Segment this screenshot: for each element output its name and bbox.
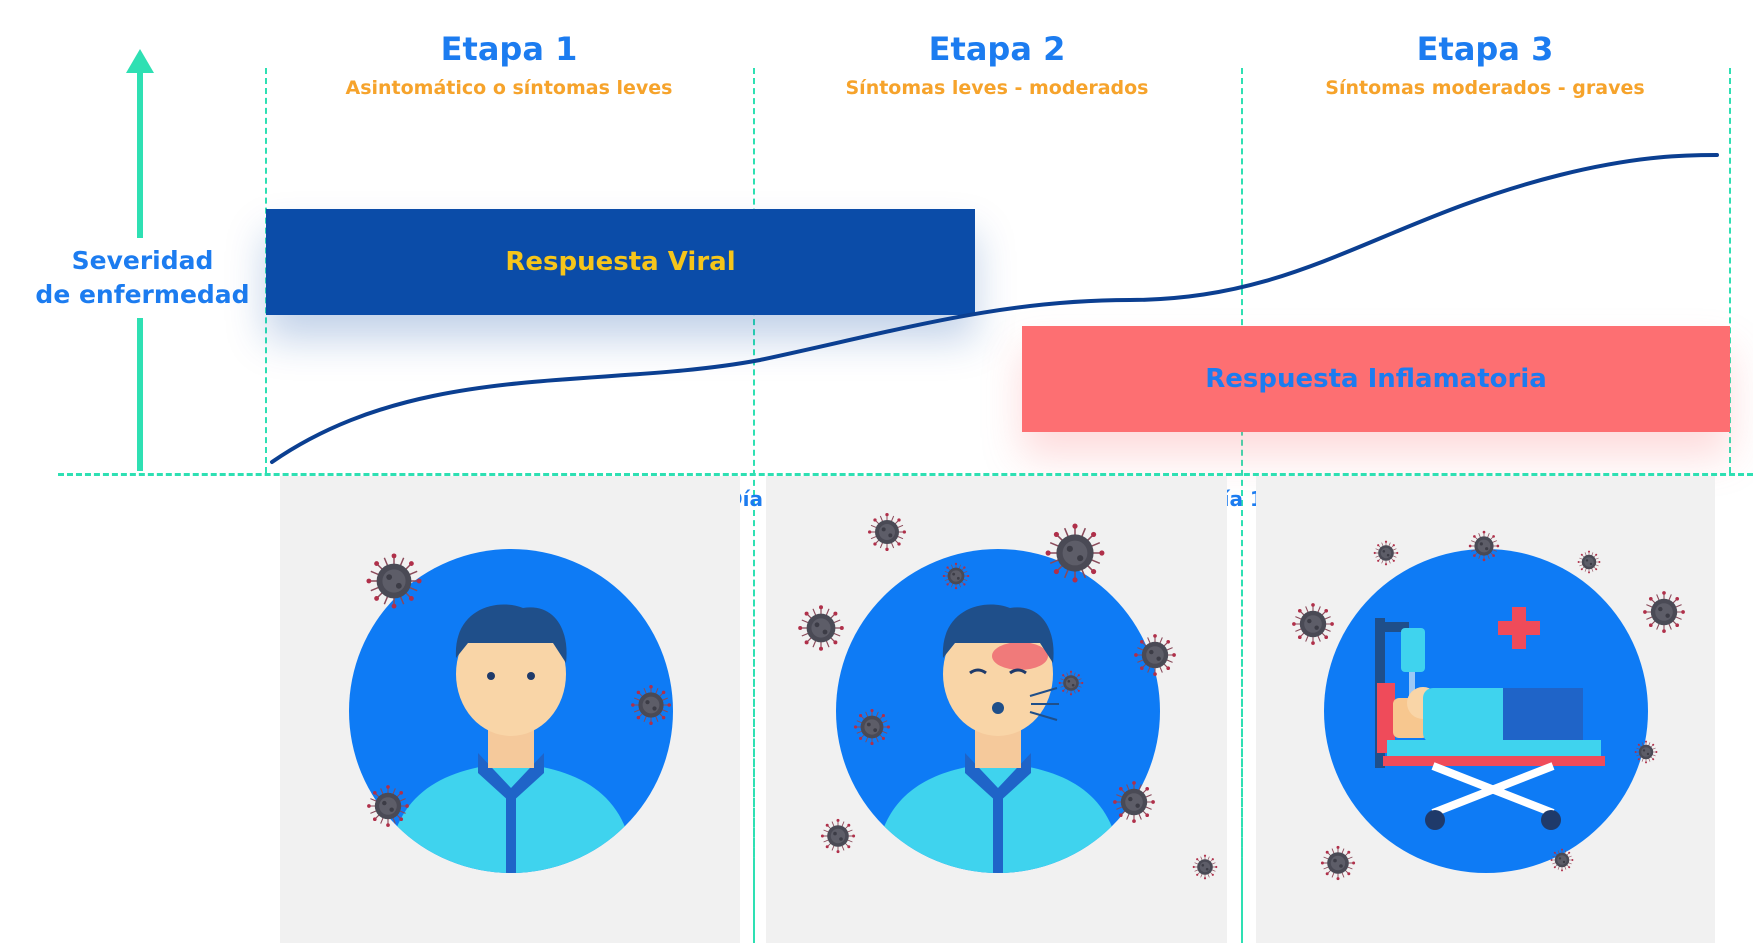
person-healthy-icon [349,549,673,873]
hospital-bed-icon [1324,549,1648,873]
virus-icon [867,512,907,552]
virus-icon [1112,780,1156,824]
viral-response-bar: Respuesta Viral [266,209,975,315]
virus-icon [1058,670,1084,696]
stage-subtitle: Asintomático o síntomas leves [345,77,673,99]
virus-icon [1642,590,1686,634]
virus-icon [630,684,672,726]
guide-line-day14 [1241,68,1243,938]
guide-line-day7 [753,68,755,938]
stage-title: Etapa 1 [440,30,578,68]
virus-icon [1577,550,1601,574]
virus-icon [1133,633,1177,677]
person-sick-icon [836,549,1160,873]
virus-icon [366,784,410,828]
virus-icon [1373,540,1399,566]
virus-icon [1044,522,1106,584]
virus-icon [853,708,891,746]
virus-icon [365,552,423,610]
inflammatory-response-label: Respuesta Inflamatoria [1205,364,1547,394]
virus-icon [1550,848,1574,872]
guide-line [1729,68,1731,473]
viral-response-label: Respuesta Viral [505,247,736,277]
virus-icon [1291,602,1335,646]
virus-icon [1634,740,1658,764]
guide-line-day14-lower [1241,530,1243,943]
virus-icon [1192,854,1218,880]
stage-title: Etapa 2 [928,30,1066,68]
stage-title: Etapa 3 [1416,30,1554,68]
virus-icon [1468,530,1500,562]
virus-icon [797,604,845,652]
axis-label: Severidad de enfermedad [20,238,265,318]
severity-curve [270,153,1719,464]
stage-subtitle: Síntomas moderados - graves [1325,77,1645,99]
time-axis-line [58,473,1753,476]
stage-subtitle: Síntomas leves - moderados [845,77,1149,99]
virus-icon [820,818,856,854]
medical-cross-icon [1498,607,1540,649]
inflammatory-response-bar: Respuesta Inflamatoria [1022,326,1730,432]
guide-line-day7-lower [753,530,755,943]
virus-icon [942,562,970,590]
virus-icon [1320,845,1356,881]
